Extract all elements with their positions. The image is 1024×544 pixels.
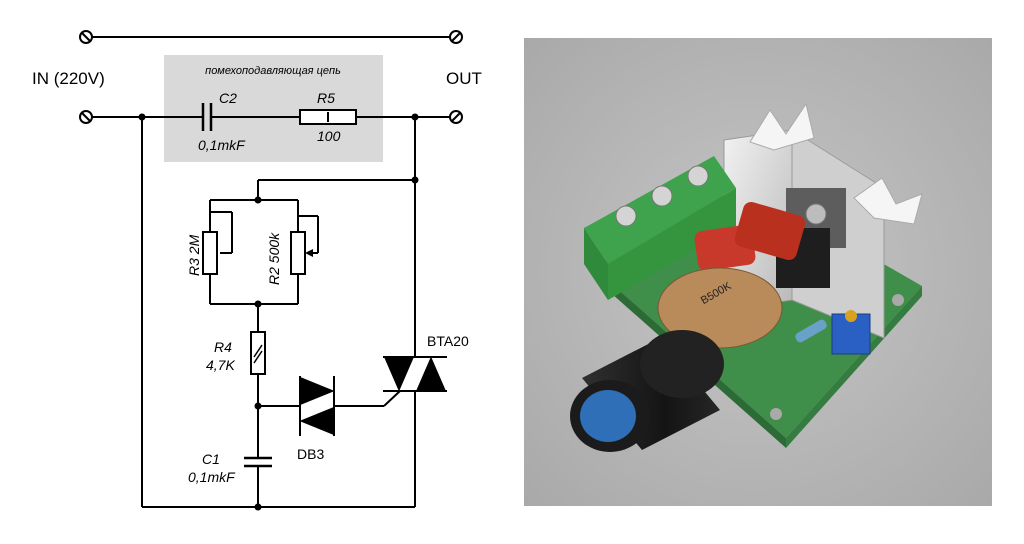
bta20-triac [383,356,447,392]
input-label: IN (220V) [32,69,105,88]
c1-label: C1 [202,451,220,467]
potentiometer-body [657,267,783,349]
film-capacitors [694,201,806,271]
bta20-label: BTA20 [427,333,469,349]
r3-label: R3 2M [186,234,202,276]
c1-value: 0,1mkF [188,469,236,485]
r4-label: R4 [214,339,232,355]
circuit-schematic: помехоподавляющая цепь [32,30,482,511]
c2-capacitor [201,103,213,131]
small-resistor [795,319,827,343]
r2-label: R2 500k [266,232,282,285]
output-label: OUT [446,69,482,88]
r5-label: R5 [317,90,335,106]
terminal-block [584,156,736,300]
c2-label: C2 [219,90,237,106]
r4-value: 4,7K [206,357,235,373]
db3-diac [299,376,335,436]
snubber-box [164,55,383,162]
c2-value: 0,1mkF [198,137,246,153]
r5-value: 100 [317,128,341,144]
r4-resistor [250,331,266,375]
heatsink [723,102,923,339]
db3-label: DB3 [297,446,324,462]
c1-capacitor [244,456,272,468]
rotary-knob [570,330,724,452]
dimmer-module-photo: B500K [524,38,992,506]
r3-resistor [202,231,218,275]
snubber-caption: помехоподавляющая цепь [205,65,341,77]
r2-resistor [290,231,306,275]
